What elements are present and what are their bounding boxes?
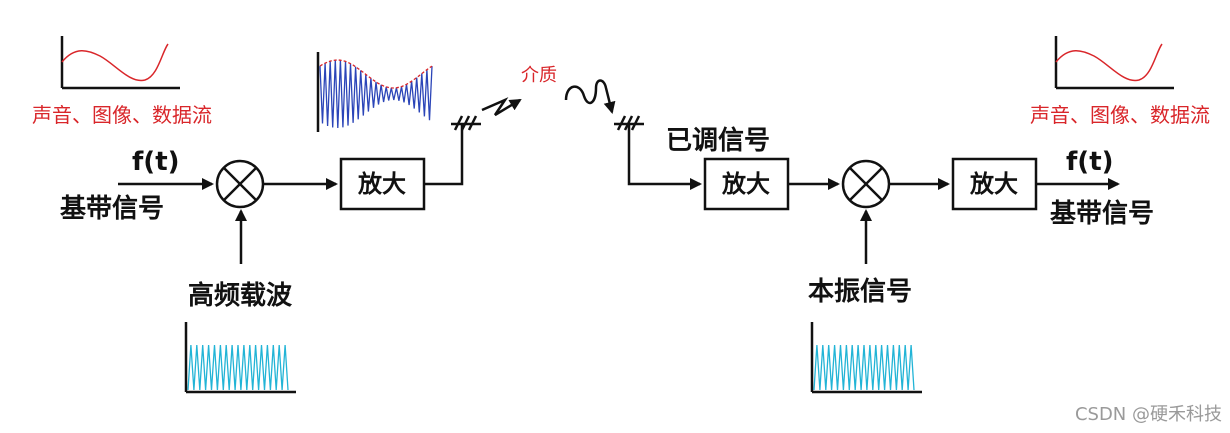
baseband-plot-right: [1054, 36, 1174, 90]
multiplier-circle-icon: [841, 159, 891, 209]
amplifier-1: [339, 157, 426, 211]
amp2-label: 放大: [721, 170, 770, 198]
carrier-label: 高频载波: [188, 280, 293, 311]
amp1-label: 放大: [357, 170, 406, 198]
radio-wave-icon: [481, 97, 522, 117]
signal-source-label-left: 声音、图像、数据流: [32, 103, 212, 127]
amp3-label: 放大: [969, 170, 1018, 198]
amp1-to-antenna-line: [424, 124, 464, 186]
local-osc-wave-plot: [810, 322, 922, 394]
input-formula: f(t): [132, 147, 180, 177]
modulated-wave-plot: [316, 52, 433, 132]
medium-label: 介质: [521, 65, 557, 86]
watermark: CSDN @硬禾科技: [1075, 404, 1222, 425]
radio-wave-icon: [564, 79, 616, 114]
output-formula: f(t): [1066, 147, 1114, 177]
baseband-plot-left: [60, 36, 180, 90]
output-baseband-label: 基带信号: [1050, 199, 1154, 229]
carrier-wave-plot: [184, 322, 296, 394]
modulated-signal-label: 已调信号: [666, 126, 770, 156]
signal-source-label-right: 声音、图像、数据流: [1030, 103, 1210, 127]
antenna-icon: [451, 115, 481, 131]
amplifier-2: [703, 157, 790, 211]
multiplier-circle-icon: [215, 159, 265, 209]
antenna-to-amp2-arrow: [627, 124, 702, 190]
amplifier-3: [951, 157, 1038, 211]
input-baseband-label: 基带信号: [60, 194, 164, 224]
local-osc-label: 本振信号: [808, 277, 912, 307]
